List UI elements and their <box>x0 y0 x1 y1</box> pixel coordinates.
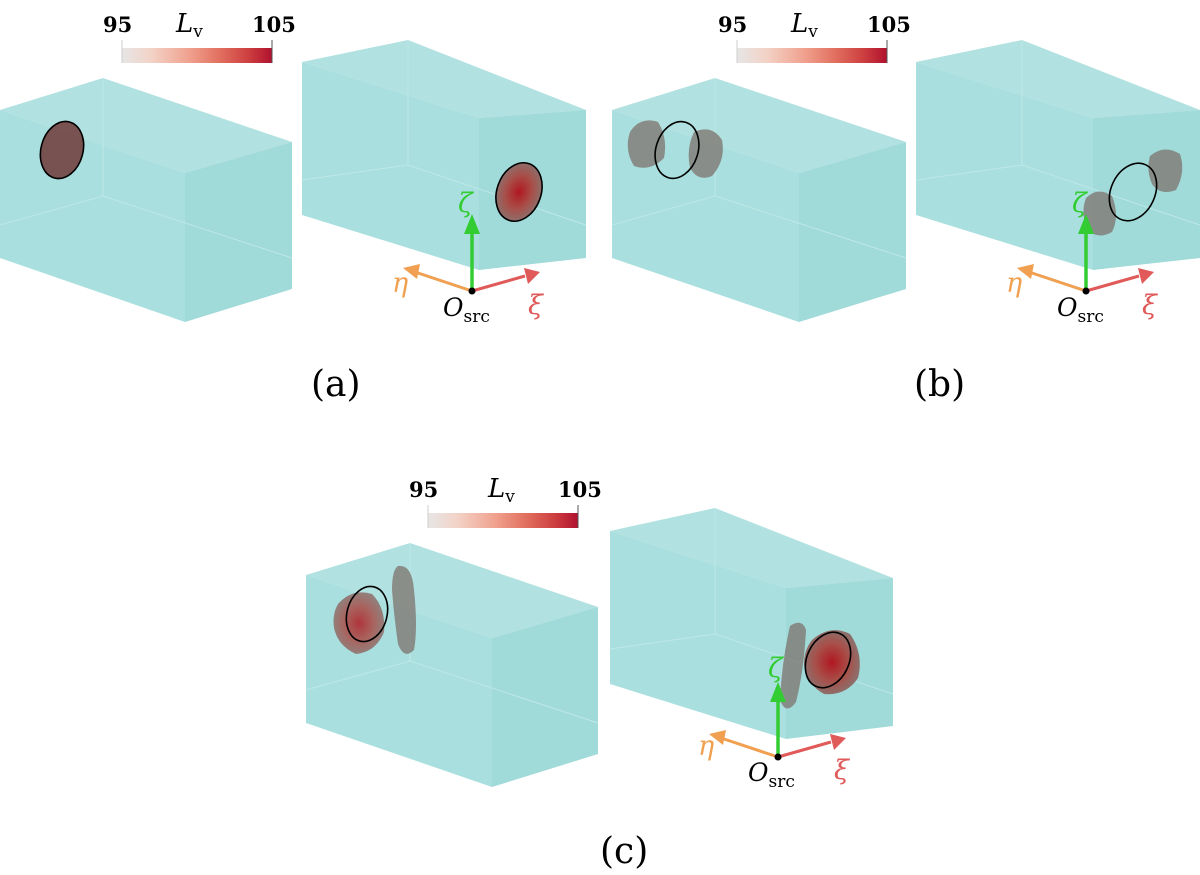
axis-xi-label: ξ <box>834 755 850 786</box>
axes-triad-b: ζ η ξ Osrc <box>1006 188 1158 327</box>
origin-label: Osrc <box>1057 293 1104 327</box>
caption-a: (a) <box>311 364 361 405</box>
source-outline <box>1108 162 1158 222</box>
colorbar-title: Lv <box>487 474 515 507</box>
axis-zeta-label: ζ <box>458 188 474 219</box>
colorbar-title: Lv <box>790 9 818 42</box>
colorbar-min-label: 95 <box>718 12 747 37</box>
colorbar-a: 95 105 Lv <box>103 9 296 63</box>
colorbar-c: 95 105 Lv <box>409 474 602 528</box>
colorbar-max-label: 105 <box>867 12 911 37</box>
estimated-blob <box>1083 191 1116 236</box>
axis-zeta-label: ζ <box>1072 188 1088 219</box>
axis-eta-label: η <box>698 731 714 762</box>
box-right-b <box>915 40 1200 270</box>
estimated-blob <box>688 129 723 178</box>
colorbar-title: Lv <box>175 9 203 42</box>
source-outline <box>39 120 85 180</box>
source-blob <box>40 121 84 179</box>
panel-a: 95 105 Lv <box>0 9 587 405</box>
colorbar-b: 95 105 Lv <box>718 9 911 63</box>
colorbar-max-label: 105 <box>252 12 296 37</box>
axis-eta-label: η <box>1006 268 1022 299</box>
source-outline <box>804 631 852 689</box>
panel-b: 95 105 Lv <box>611 9 1200 405</box>
box-left-b <box>611 78 907 322</box>
colorbar-max-label: 105 <box>558 477 602 502</box>
caption-c: (c) <box>600 831 648 872</box>
origin-label: Osrc <box>748 758 795 792</box>
colorbar-min-label: 95 <box>103 12 132 37</box>
axis-xi-label: ξ <box>528 290 544 321</box>
axis-zeta-label: ζ <box>768 653 784 684</box>
axis-xi-label: ξ <box>1142 290 1158 321</box>
source-outline <box>345 585 389 643</box>
origin-label: Osrc <box>443 293 490 327</box>
box-right-a <box>301 40 587 270</box>
colorbar-gradient <box>428 513 578 528</box>
estimated-blob <box>804 630 860 695</box>
caption-b: (b) <box>914 364 965 405</box>
box-left-c <box>305 543 599 787</box>
source-blob <box>495 162 543 222</box>
box-right-c <box>609 508 894 739</box>
colorbar-gradient <box>737 48 887 63</box>
estimated-blob <box>392 565 416 654</box>
axes-triad-c: ζ η ξ Osrc <box>698 653 850 792</box>
colorbar-min-label: 95 <box>409 477 438 502</box>
colorbar-gradient <box>122 48 272 63</box>
box-left-a <box>0 78 293 322</box>
axes-triad-a: ζ η ξ Osrc <box>392 188 544 327</box>
axis-eta-label: η <box>392 268 408 299</box>
source-outline <box>654 120 700 180</box>
source-outline <box>495 162 543 222</box>
estimated-blob <box>780 622 806 709</box>
panel-c: 95 105 Lv <box>305 474 894 872</box>
